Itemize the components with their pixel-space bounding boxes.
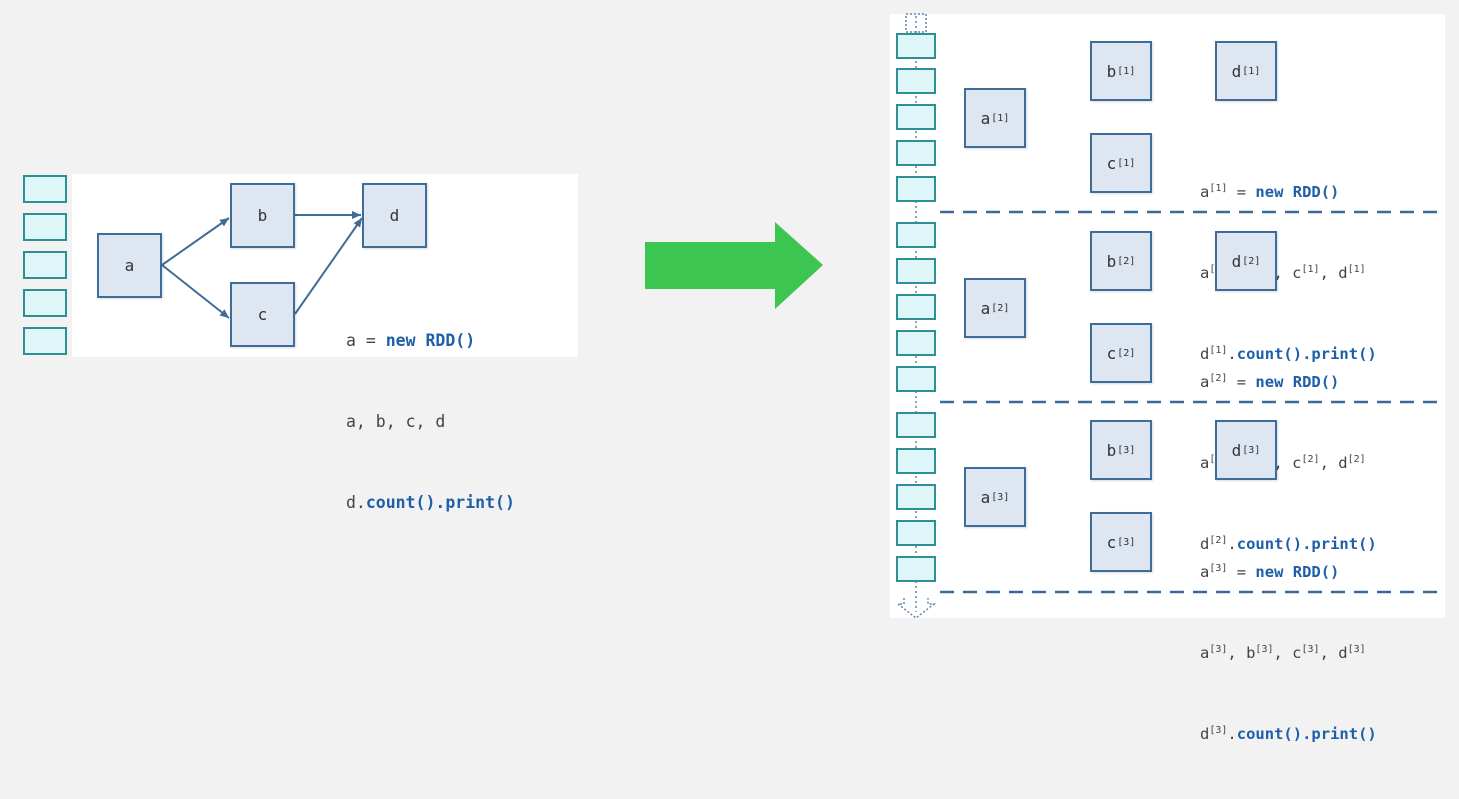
code-line-1: a[2] = new RDD() xyxy=(1200,373,1340,392)
left-edges xyxy=(161,211,363,319)
code-line-3: d[2].count().print() xyxy=(1200,535,1377,554)
queue-cell xyxy=(896,520,936,546)
queue-cell xyxy=(896,258,936,284)
edge-c-d xyxy=(294,217,363,315)
code-line-1: a[1] = new RDD() xyxy=(1200,183,1340,202)
node-c: c[3] xyxy=(1090,512,1152,572)
edge-a-b xyxy=(161,217,230,266)
transform-arrow xyxy=(645,222,823,309)
queue-cell xyxy=(896,484,936,510)
node-a: a[1] xyxy=(964,88,1026,148)
node-d: d[3] xyxy=(1215,420,1277,480)
queue-cell xyxy=(896,330,936,356)
queue-cell xyxy=(896,366,936,392)
node-d: d xyxy=(362,183,427,248)
node-c: c[1] xyxy=(1090,133,1152,193)
queue-cell xyxy=(23,327,67,355)
queue-cell xyxy=(23,289,67,317)
node-a: a xyxy=(97,233,162,298)
code-line-1: a[3] = new RDD() xyxy=(1200,563,1340,582)
code-line-3: d[1].count().print() xyxy=(1200,345,1377,364)
code-line-1: a = new RDD() xyxy=(346,331,476,350)
queue-cell xyxy=(896,294,936,320)
queue-cell xyxy=(896,33,936,59)
code-snippet-left: a = new RDD() a, b, c, d d.count().print… xyxy=(346,273,515,543)
queue-cell xyxy=(23,175,67,203)
node-a: a[3] xyxy=(964,467,1026,527)
queue-cell xyxy=(23,251,67,279)
queue-cell xyxy=(23,213,67,241)
code-line-3: d[3].count().print() xyxy=(1200,725,1377,744)
code-line-3: d.count().print() xyxy=(346,493,515,512)
queue-cell xyxy=(896,448,936,474)
queue-cell xyxy=(896,68,936,94)
node-c: c xyxy=(230,282,295,347)
node-d: d[2] xyxy=(1215,231,1277,291)
edge-a-c xyxy=(161,264,230,319)
node-c: c[2] xyxy=(1090,323,1152,383)
node-d: d[1] xyxy=(1215,41,1277,101)
code-snippet: a[3] = new RDD() a[3], b[3], c[3], d[3] … xyxy=(1200,504,1377,799)
code-line-2: a, b, c, d xyxy=(346,412,446,431)
code-line-2: a[3], b[3], c[3], d[3] xyxy=(1200,644,1366,663)
node-a: a[2] xyxy=(964,278,1026,338)
queue-cell xyxy=(896,222,936,248)
queue-cell xyxy=(896,104,936,130)
queue-cell xyxy=(896,412,936,438)
node-b: b xyxy=(230,183,295,248)
queue-cell xyxy=(896,556,936,582)
queue-cell xyxy=(896,140,936,166)
node-b: b[3] xyxy=(1090,420,1152,480)
queue-cell xyxy=(896,176,936,202)
node-b: b[2] xyxy=(1090,231,1152,291)
node-b: b[1] xyxy=(1090,41,1152,101)
